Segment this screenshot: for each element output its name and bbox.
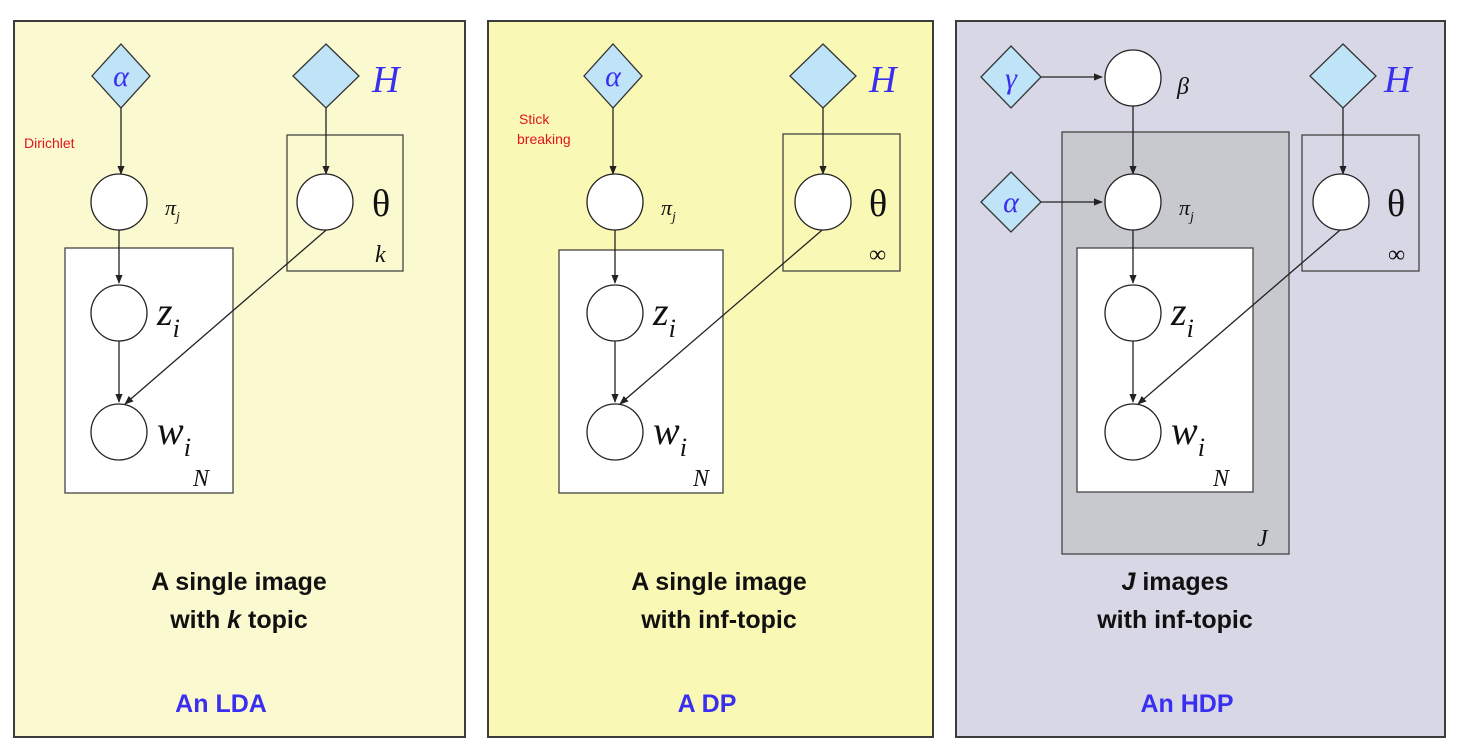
H-symbol: H bbox=[371, 59, 402, 101]
dp-title: A DP bbox=[678, 690, 737, 718]
dp-caption-line2: with inf-topic bbox=[640, 606, 797, 634]
lda-word-plate bbox=[64, 247, 234, 494]
theta-node bbox=[794, 173, 852, 231]
w-label: wi bbox=[653, 408, 687, 462]
dp-word-plate bbox=[558, 249, 724, 494]
alpha-diamond bbox=[583, 43, 643, 109]
pi-label: πj bbox=[661, 195, 676, 225]
beta-node bbox=[1104, 49, 1162, 107]
w-node bbox=[90, 403, 148, 461]
alpha-symbol: α bbox=[1003, 186, 1020, 219]
dp-topic-plate-label: ∞ bbox=[869, 242, 886, 268]
hdp-topic-plate bbox=[1301, 134, 1420, 272]
pi-node bbox=[586, 173, 644, 231]
dp-caption-line1: A single image bbox=[631, 568, 807, 596]
gamma-diamond bbox=[980, 45, 1042, 109]
H-diamond bbox=[1309, 43, 1377, 109]
beta-label: β bbox=[1176, 74, 1189, 100]
hdp-diagram: γ α H β πj θ ∞ zi wi N J J images with i… bbox=[980, 43, 1420, 718]
hdp-topic-plate-label: ∞ bbox=[1388, 242, 1405, 268]
z-label: zi bbox=[652, 289, 676, 343]
lda-caption-line1: A single image bbox=[151, 568, 327, 596]
theta-label: θ bbox=[1387, 183, 1405, 225]
w-label: wi bbox=[157, 408, 191, 462]
z-node bbox=[1104, 284, 1162, 342]
alpha-symbol: α bbox=[113, 60, 130, 93]
hdp-caption-line1: J images bbox=[1121, 568, 1228, 596]
edge-theta-w bbox=[619, 224, 829, 405]
pi-node bbox=[90, 173, 148, 231]
lda-caption-line2: with k topic bbox=[169, 606, 308, 634]
lda-title: An LDA bbox=[175, 690, 267, 718]
lda-word-plate-label: N bbox=[192, 466, 211, 492]
theta-node bbox=[296, 173, 354, 231]
lda-panel: α H Dirichlet πj θ k zi wi N A single im… bbox=[13, 20, 466, 738]
theta-label: θ bbox=[869, 183, 887, 225]
dp-panel: α H Stick breaking πj θ ∞ zi wi N A sing… bbox=[487, 20, 934, 738]
w-node bbox=[586, 403, 644, 461]
gamma-symbol: γ bbox=[1005, 62, 1018, 95]
lda-topic-plate-label: k bbox=[375, 242, 386, 268]
alpha-diamond bbox=[91, 43, 151, 109]
z-node bbox=[586, 284, 644, 342]
theta-node bbox=[1312, 173, 1370, 231]
hdp-caption-line2: with inf-topic bbox=[1096, 606, 1253, 634]
edge-theta-w bbox=[1137, 224, 1347, 405]
stick-note-line1: Stick bbox=[519, 111, 550, 127]
lda-topic-plate bbox=[286, 134, 404, 272]
alpha-symbol: α bbox=[605, 60, 622, 93]
z-node bbox=[90, 284, 148, 342]
lda-diagram: α H Dirichlet πj θ k zi wi N A single im… bbox=[24, 43, 404, 718]
pi-label: πj bbox=[1179, 195, 1194, 225]
dirichlet-note: Dirichlet bbox=[24, 135, 75, 151]
dp-word-plate-label: N bbox=[692, 466, 711, 492]
hdp-word-plate-label: N bbox=[1212, 466, 1231, 492]
hdp-panel: γ α H β πj θ ∞ zi wi N J J images with i… bbox=[955, 20, 1446, 738]
z-label: zi bbox=[156, 289, 180, 343]
edge-theta-w bbox=[124, 224, 333, 405]
pi-label: πj bbox=[165, 195, 180, 225]
H-diamond bbox=[789, 43, 857, 109]
stick-note-line2: breaking bbox=[517, 131, 571, 147]
hdp-title: An HDP bbox=[1140, 690, 1233, 718]
dp-topic-plate bbox=[782, 133, 901, 272]
hdp-word-plate bbox=[1076, 247, 1254, 493]
H-symbol: H bbox=[868, 59, 899, 101]
H-symbol: H bbox=[1383, 59, 1414, 101]
z-label: zi bbox=[1170, 289, 1194, 343]
pi-node bbox=[1104, 173, 1162, 231]
dp-diagram: α H Stick breaking πj θ ∞ zi wi N A sing… bbox=[517, 43, 901, 718]
hdp-image-plate-label: J bbox=[1257, 526, 1269, 552]
theta-label: θ bbox=[372, 183, 390, 225]
H-diamond bbox=[292, 43, 360, 109]
alpha-diamond bbox=[980, 171, 1042, 233]
w-node bbox=[1104, 403, 1162, 461]
w-label: wi bbox=[1171, 408, 1205, 462]
